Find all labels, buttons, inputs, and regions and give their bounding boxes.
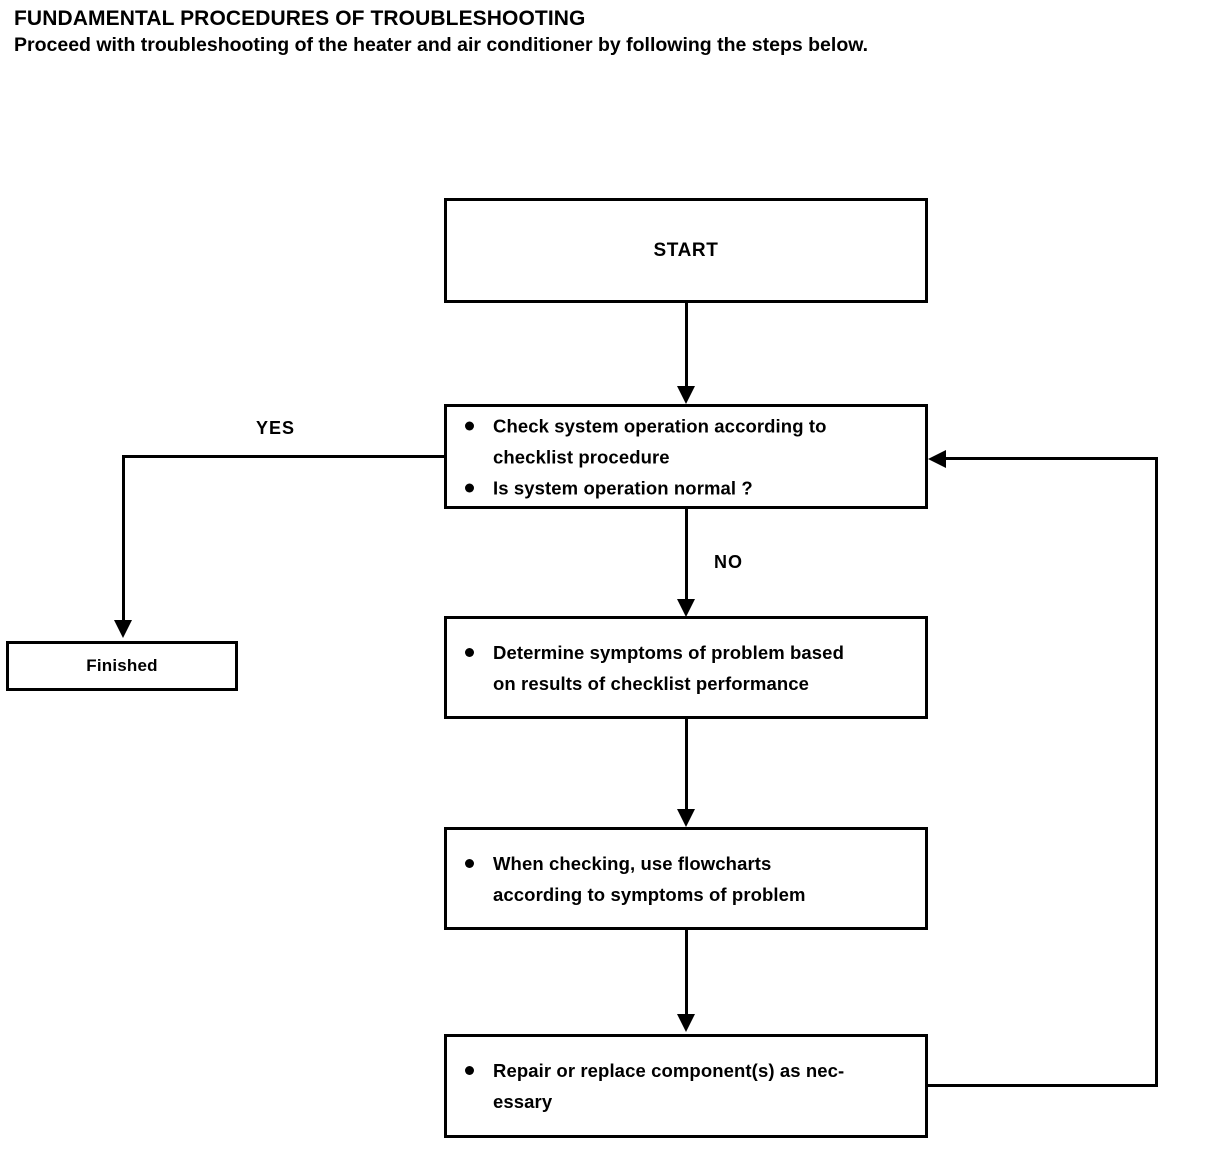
edge-no-line <box>685 509 688 603</box>
bullet-item: Repair or replace component(s) as nec- <box>465 1055 917 1086</box>
bullet-continuation: according to symptoms of problem <box>465 879 917 910</box>
edge-yes-horizontal <box>122 455 446 458</box>
edge-start-to-check-line <box>685 303 688 389</box>
edge-yes-vertical <box>122 455 125 622</box>
bullet-item: Determine symptoms of problem based <box>465 637 917 668</box>
node-check-line2: checklist procedure <box>493 446 670 467</box>
bullet-item: When checking, use flowcharts <box>465 848 917 879</box>
edge-label-no: NO <box>714 552 743 572</box>
edge-determine-to-flowcharts-arrowhead <box>677 809 695 827</box>
edge-feedback-top <box>946 457 1158 460</box>
node-finished[interactable]: Finished <box>6 641 238 691</box>
node-determine-line2: on results of checklist performance <box>493 672 810 694</box>
node-determine-line1: Determine symptoms of problem based <box>493 641 844 663</box>
node-flowcharts-bullets: When checking, use flowcharts according … <box>465 848 917 910</box>
page-header: FUNDAMENTAL PROCEDURES OF TROUBLESHOOTIN… <box>14 6 1204 58</box>
edge-yes-arrowhead <box>114 620 132 638</box>
bullet-continuation: on results of checklist performance <box>465 668 917 699</box>
node-repair[interactable]: Repair or replace component(s) as nec- e… <box>444 1034 928 1138</box>
bullet-spacer <box>465 452 474 461</box>
page-title: FUNDAMENTAL PROCEDURES OF TROUBLESHOOTIN… <box>14 7 586 30</box>
bullet-dot-icon <box>465 483 474 492</box>
edge-flowcharts-to-repair-arrowhead <box>677 1014 695 1032</box>
node-start[interactable]: START <box>444 198 928 303</box>
node-repair-line2: essary <box>493 1091 553 1112</box>
node-check-line1: Check system operation according to <box>493 415 827 436</box>
node-determine-bullets: Determine symptoms of problem based on r… <box>465 637 917 699</box>
bullet-spacer <box>465 1097 474 1106</box>
node-flowcharts-line2: according to symptoms of problem <box>493 883 806 905</box>
node-repair-line1: Repair or replace component(s) as nec- <box>493 1060 845 1081</box>
bullet-dot-icon <box>465 421 474 430</box>
edge-label-yes: YES <box>256 418 296 438</box>
bullet-continuation: essary <box>465 1086 917 1117</box>
edge-determine-to-flowcharts-line <box>685 719 688 813</box>
bullet-dot-icon <box>465 647 474 657</box>
node-check-line3: Is system operation normal ? <box>493 477 753 498</box>
bullet-dot-icon <box>465 1066 474 1075</box>
edge-feedback-vertical <box>1155 457 1158 1087</box>
edge-feedback-arrowhead <box>928 450 946 468</box>
node-flowcharts[interactable]: When checking, use flowcharts according … <box>444 827 928 930</box>
bullet-spacer <box>465 890 474 899</box>
bullet-spacer <box>465 679 474 688</box>
edge-flowcharts-to-repair-line <box>685 930 688 1018</box>
node-determine[interactable]: Determine symptoms of problem based on r… <box>444 616 928 719</box>
node-flowcharts-line1: When checking, use flowcharts <box>493 852 772 874</box>
edge-start-to-check-arrowhead <box>677 386 695 404</box>
page-subtitle: Proceed with troubleshooting of the heat… <box>14 34 869 56</box>
node-check-bullets: Check system operation according to chec… <box>465 410 917 503</box>
node-start-label: START <box>653 239 719 261</box>
bullet-item: Is system operation normal ? <box>465 472 917 503</box>
edge-no-arrowhead <box>677 599 695 617</box>
node-check[interactable]: Check system operation according to chec… <box>444 404 928 509</box>
node-finished-label: Finished <box>86 656 158 675</box>
edge-feedback-bottom <box>926 1084 1158 1087</box>
node-repair-bullets: Repair or replace component(s) as nec- e… <box>465 1055 917 1117</box>
bullet-item: Check system operation according to <box>465 410 917 441</box>
bullet-dot-icon <box>465 858 474 868</box>
bullet-continuation: checklist procedure <box>465 441 917 472</box>
